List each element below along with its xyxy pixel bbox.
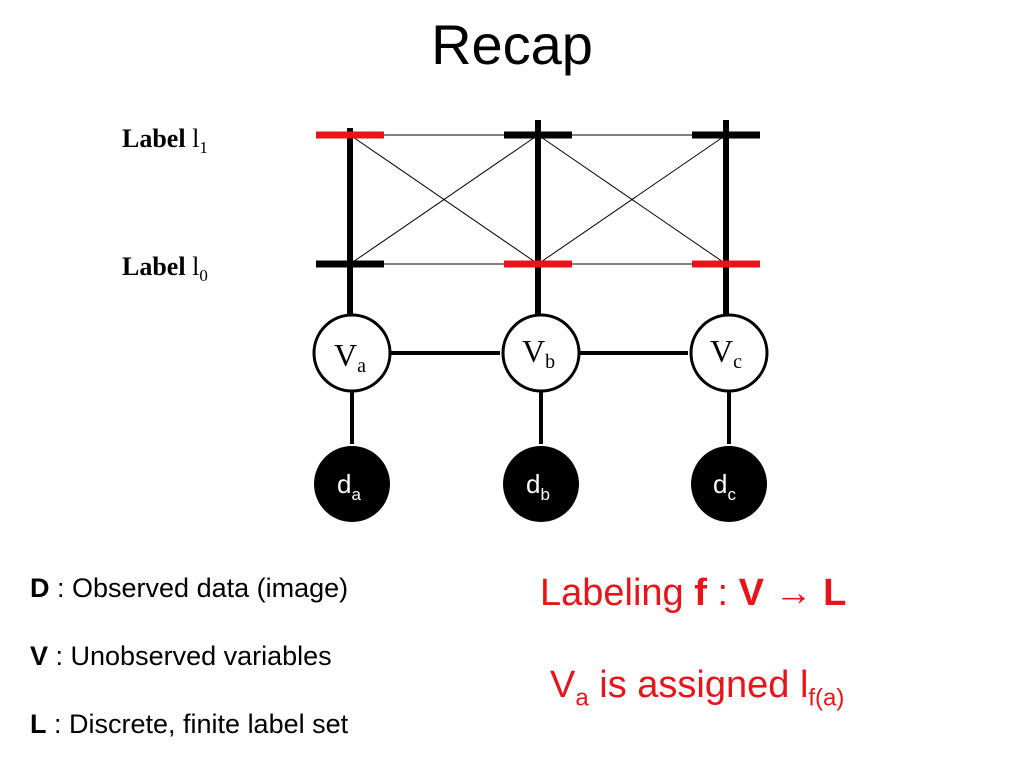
- legend-item-v: V : Unobserved variables: [30, 641, 332, 672]
- svg-text:Va: Va: [334, 337, 366, 377]
- data-node-c: dc: [691, 446, 767, 522]
- label-l0-text: Label l0: [122, 252, 208, 285]
- svg-text:Vc: Vc: [710, 333, 742, 373]
- variable-node-c: Vc: [689, 313, 769, 393]
- variable-node-a: Va: [312, 313, 392, 393]
- assignment-statement: Va is assigned lf(a): [550, 664, 845, 712]
- svg-text:dc: dc: [713, 469, 736, 504]
- legend-text: : Observed data (image): [49, 573, 349, 603]
- label-l1-text: Label l1: [122, 124, 208, 157]
- label-columns: [347, 120, 729, 322]
- legend-item-l: L : Discrete, finite label set: [30, 709, 348, 740]
- legend-key: D: [30, 573, 50, 603]
- legend-key: V: [30, 641, 49, 671]
- svg-text:db: db: [526, 469, 550, 504]
- svg-text:Vb: Vb: [522, 333, 555, 373]
- data-node-a: da: [314, 446, 390, 522]
- legend-item-d: D : Observed data (image): [30, 573, 348, 604]
- legend-text: : Discrete, finite label set: [46, 709, 349, 739]
- labeling-definition: Labeling f : V → L: [540, 572, 847, 614]
- legend-text: : Unobserved variables: [48, 641, 332, 671]
- variable-node-b: Vb: [501, 313, 581, 393]
- slide-title: Recap: [431, 13, 593, 76]
- legend-key: L: [30, 709, 47, 739]
- data-node-b: db: [503, 446, 579, 522]
- data-edges: [350, 392, 731, 444]
- svg-text:da: da: [337, 469, 361, 504]
